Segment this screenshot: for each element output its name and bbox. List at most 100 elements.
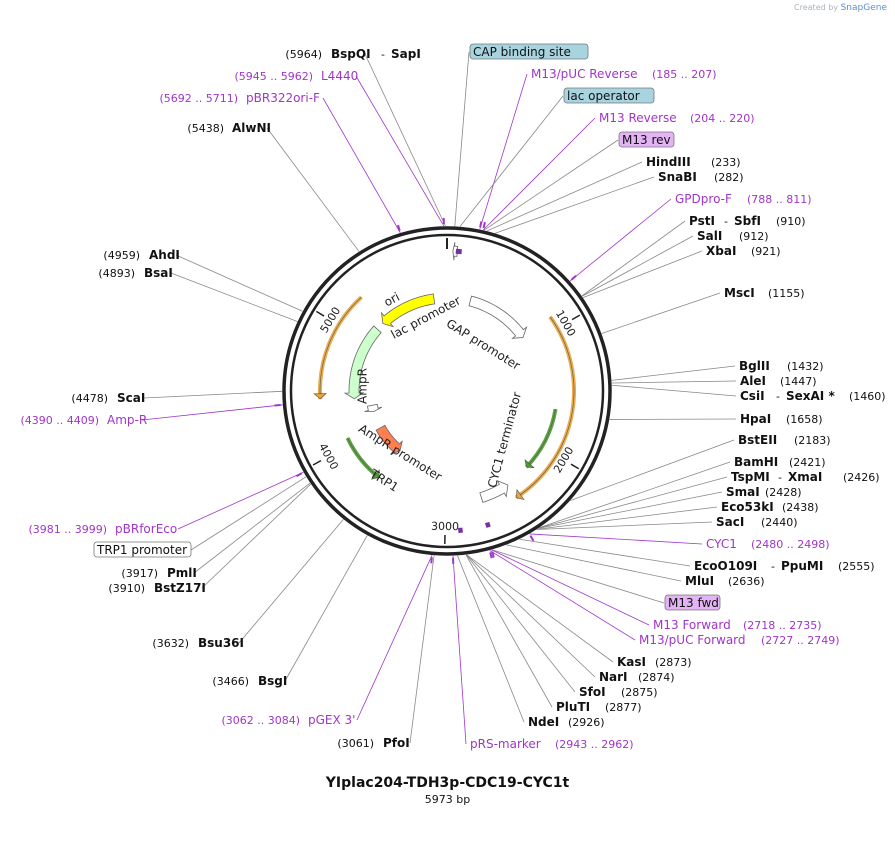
orf-arrowhead	[524, 458, 535, 469]
site-label: -	[381, 48, 385, 61]
site-label: (3981 .. 3999)	[28, 523, 107, 536]
site-label: (233)	[711, 156, 741, 169]
orf-arc-outline	[515, 316, 575, 498]
site-label: pRS-marker	[470, 737, 541, 751]
feature-ampr-promoter	[364, 403, 383, 412]
primer-tick	[491, 551, 495, 558]
site-label: (3910)	[108, 582, 145, 595]
site-label: -	[778, 471, 782, 484]
site-label: BstZ17I	[154, 581, 206, 595]
label-box	[469, 43, 589, 60]
site-label: (910)	[776, 215, 806, 228]
orf-arrowhead	[515, 488, 525, 500]
leader-line	[601, 292, 721, 334]
site-label: (2874)	[638, 671, 675, 684]
leader-line	[141, 404, 283, 421]
site-label: (2718 .. 2735)	[743, 619, 822, 632]
leader-line	[569, 198, 672, 282]
label-leader-lines	[141, 51, 737, 745]
leader-line	[482, 117, 596, 231]
site-label: pBRforEco	[115, 522, 177, 536]
leader-line	[483, 139, 619, 231]
leader-line	[454, 51, 470, 227]
kb-tick-4000	[312, 459, 322, 466]
leader-line	[529, 533, 703, 545]
primer-tick	[482, 221, 486, 229]
site-label: (2183)	[794, 434, 831, 447]
leader-line	[479, 73, 528, 230]
leader-line	[611, 365, 736, 381]
plasmid-size: 5973 bp	[424, 793, 471, 806]
site-label: CsiI	[740, 389, 765, 403]
site-label: M13 Reverse	[599, 111, 677, 125]
site-label: AhdI	[149, 248, 180, 262]
leader-line	[536, 506, 718, 530]
site-label: (1460)	[849, 390, 886, 403]
site-label: SfoI	[579, 685, 606, 699]
primer-tick	[430, 557, 433, 564]
site-label: (5438)	[187, 122, 224, 135]
leader-line	[266, 127, 360, 252]
label-box	[664, 594, 721, 611]
orf-arrowhead	[370, 469, 380, 480]
label-box	[93, 541, 192, 558]
site-label: TRP1 promoter	[96, 543, 187, 557]
site-label: (2875)	[621, 686, 658, 699]
site-label: (5692 .. 5711)	[159, 92, 238, 105]
site-label: (185 .. 207)	[652, 68, 717, 81]
site-label: (2438)	[782, 501, 819, 514]
kb-tick-label: 4000	[316, 441, 341, 472]
site-label: XmaI	[788, 470, 822, 484]
site-label: (2873)	[655, 656, 692, 669]
primer-tick	[529, 535, 535, 542]
site-label: (2943 .. 2962)	[555, 738, 634, 751]
snapgene-credit: Created by SnapGene	[794, 3, 887, 13]
site-label: pBR322ori-F	[246, 91, 320, 105]
small-feature-mark	[485, 521, 491, 528]
label-box	[618, 131, 675, 148]
site-label: SbfI	[734, 214, 761, 228]
feature-ampr	[343, 325, 382, 400]
site-label: (2421)	[789, 456, 826, 469]
leader-line	[491, 549, 665, 604]
site-label: (1447)	[780, 375, 817, 388]
site-label: M13/pUC Reverse	[531, 67, 638, 81]
site-label: (2727 .. 2749)	[761, 634, 840, 647]
leader-line	[538, 491, 723, 529]
site-label: (2636)	[728, 575, 765, 588]
leader-line	[238, 519, 344, 644]
site-label: SnaBI	[658, 170, 697, 184]
leader-line	[459, 95, 564, 227]
site-label: Bsu36I	[198, 636, 244, 650]
site-label: MluI	[685, 574, 714, 588]
site-label: (3061)	[337, 737, 374, 750]
site-label: AlwNI	[232, 121, 271, 135]
leader-line	[355, 75, 445, 227]
site-label: NdeI	[528, 715, 559, 729]
site-label: CYC1	[706, 537, 737, 551]
site-label: HindIII	[646, 155, 691, 169]
leader-line	[356, 555, 433, 721]
site-label: SacI	[716, 515, 744, 529]
site-label: -	[771, 560, 775, 573]
site-label: (1658)	[786, 413, 823, 426]
site-label: (3062 .. 3084)	[221, 714, 300, 727]
site-label: (2426)	[843, 471, 880, 484]
leader-line	[175, 254, 303, 312]
site-label: SexAI *	[786, 389, 835, 403]
site-label: Eco53kI	[721, 500, 774, 514]
site-label: -	[776, 390, 780, 403]
leader-line	[486, 161, 643, 232]
primer-tick	[489, 552, 493, 559]
site-label: (2480 .. 2498)	[751, 538, 830, 551]
site-label: SapI	[391, 47, 421, 61]
kb-tick-1000	[571, 314, 581, 321]
leader-line	[538, 476, 728, 529]
primer-tick	[295, 472, 303, 478]
site-label: (4893)	[98, 267, 135, 280]
backbone-outer-circle	[282, 226, 612, 556]
feature-label-ori: ori	[382, 290, 402, 310]
